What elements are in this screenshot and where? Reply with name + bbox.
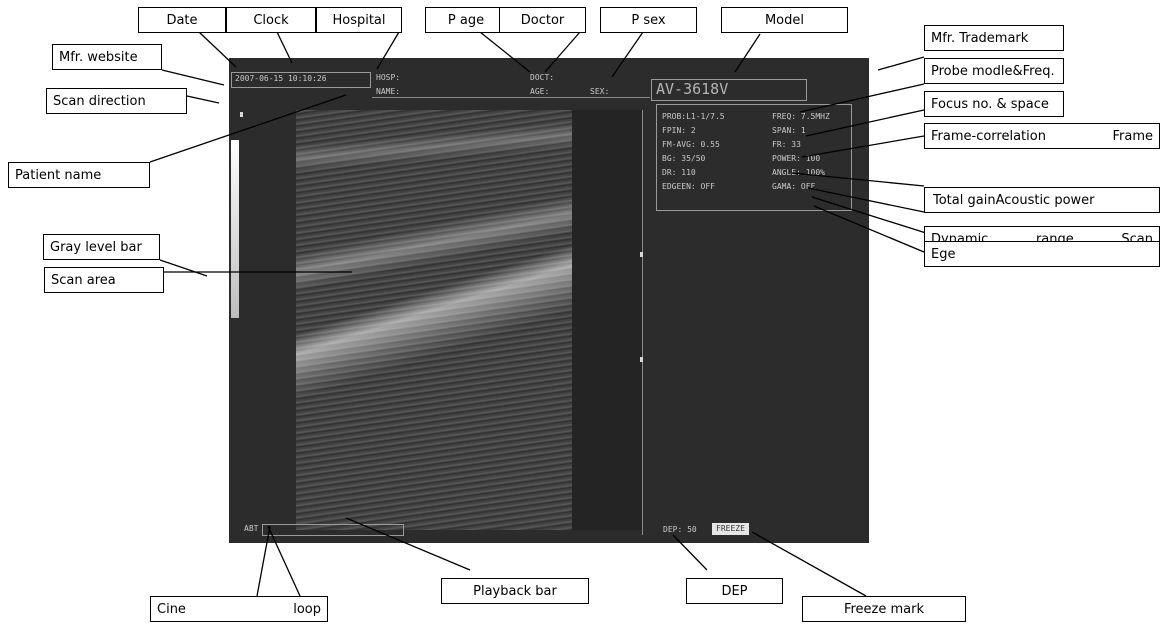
callout-probe-model-freq: Probe modle&Freq. — [924, 58, 1064, 84]
leader-line — [199, 32, 236, 67]
leader-line — [673, 535, 707, 570]
callout-mfr-trademark: Mfr. Trademark — [924, 25, 1064, 51]
callout-loop-text: loop — [293, 597, 321, 621]
leader-line — [814, 206, 924, 252]
callout-acoustic-power-text: Acoustic power — [996, 193, 1095, 208]
leader-line — [268, 526, 300, 596]
leader-line — [808, 188, 924, 212]
callout-total-gain-text: Total gain — [933, 193, 996, 208]
callout-p-sex: P sex — [600, 7, 697, 33]
callout-focus-no-space: Focus no. & space — [924, 91, 1064, 117]
callout-gain-power: Total gainAcoustic power — [924, 187, 1160, 213]
callout-cine-text: Cine — [157, 597, 186, 621]
leader-line — [162, 70, 224, 85]
callout-ege: Ege — [924, 241, 1160, 267]
leader-line — [160, 260, 207, 276]
callout-mfr-website: Mfr. website — [52, 44, 162, 70]
callout-model: Model — [721, 7, 848, 33]
callout-scan-area: Scan area — [44, 267, 164, 293]
leader-line — [802, 136, 924, 157]
callout-dep: DEP — [686, 578, 783, 604]
callout-gray-level-bar: Gray level bar — [43, 234, 160, 260]
leader-line — [612, 32, 643, 77]
leader-line — [346, 518, 470, 570]
leader-line — [480, 32, 530, 72]
callout-patient-name: Patient name — [8, 162, 150, 188]
callout-scan-direction: Scan direction — [46, 88, 187, 114]
leader-line — [878, 57, 924, 70]
callout-frame-correlation-text: Frame-correlation — [931, 124, 1046, 148]
leader-line — [735, 34, 760, 72]
leader-line — [806, 110, 924, 136]
callout-doctor: Doctor — [499, 7, 586, 33]
callout-cine-loop: Cine loop — [150, 596, 328, 622]
leader-line — [792, 173, 924, 186]
leader-line — [257, 526, 270, 596]
leader-line — [545, 32, 580, 72]
leader-line — [800, 84, 924, 112]
callout-frame-correlation: Frame-correlation Frame — [924, 123, 1160, 149]
leader-line — [277, 32, 292, 63]
leader-line — [377, 32, 399, 69]
callout-freeze-mark: Freeze mark — [802, 596, 966, 622]
callout-p-age: P age — [425, 7, 507, 33]
callout-frame-text: Frame — [1112, 124, 1153, 148]
callout-clock: Clock — [226, 7, 316, 33]
callout-date: Date — [138, 7, 226, 33]
leader-line — [187, 96, 219, 103]
callout-playback-bar: Playback bar — [441, 578, 589, 604]
callout-hospital: Hospital — [316, 7, 402, 33]
